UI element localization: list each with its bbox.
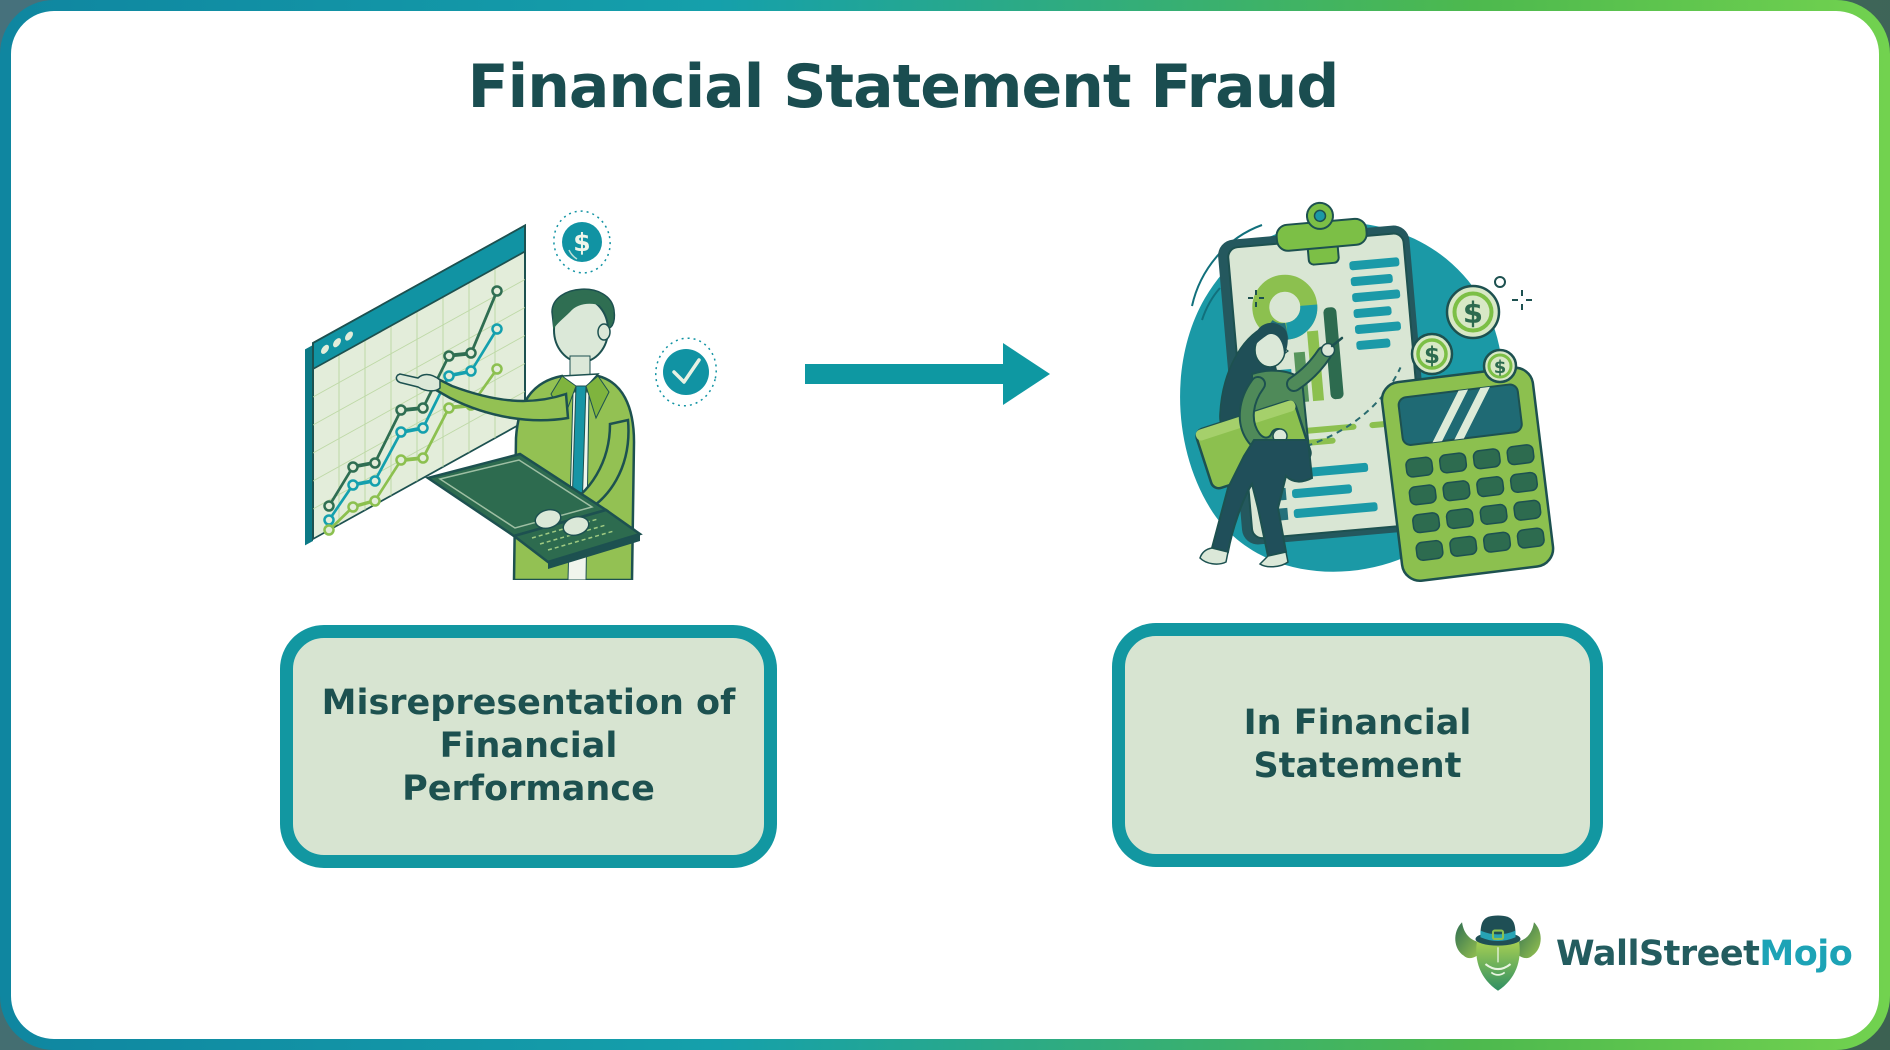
brand-accent: Mojo (1759, 934, 1853, 974)
svg-text:$: $ (1424, 343, 1440, 369)
page-title: Financial Statement Fraud (467, 52, 1340, 122)
flow-arrow (805, 343, 1050, 405)
brand-wordmark: WallStreetMojo (1556, 934, 1853, 974)
box-misrepresentation-label: Misrepresentation of Financial Performan… (321, 683, 736, 809)
svg-text:$: $ (573, 228, 590, 257)
sparkle-icon (1248, 290, 1264, 307)
bull-mascot-icon (1455, 915, 1541, 991)
sparkle-icon (1512, 290, 1532, 310)
box-in-financial-statement: In Financial Statement (1112, 623, 1603, 867)
wallstreetmojo-logo: WallStreetMojo (1452, 912, 1853, 996)
box-misrepresentation: Misrepresentation of Financial Performan… (280, 625, 777, 868)
svg-text:$: $ (1494, 357, 1507, 378)
laptop (425, 452, 643, 569)
brand-primary: WallStreet (1556, 934, 1760, 974)
statement-text-lines (1349, 257, 1402, 350)
illustration-man-presenting-chart: $ (305, 210, 717, 580)
dollar-coins: $ $ $ (1410, 284, 1518, 384)
woman (1195, 322, 1344, 568)
calculator-buttons (1405, 444, 1545, 562)
svg-text:$: $ (1463, 296, 1483, 330)
dollar-coin-icon: $ (553, 210, 611, 274)
illustration-financial-statement-review: $ $ $ (1180, 201, 1555, 582)
line-chart-markers (323, 285, 503, 536)
calculator (1380, 366, 1555, 582)
box-in-financial-statement-label: In Financial Statement (1243, 703, 1472, 786)
check-coin-icon (655, 337, 717, 407)
